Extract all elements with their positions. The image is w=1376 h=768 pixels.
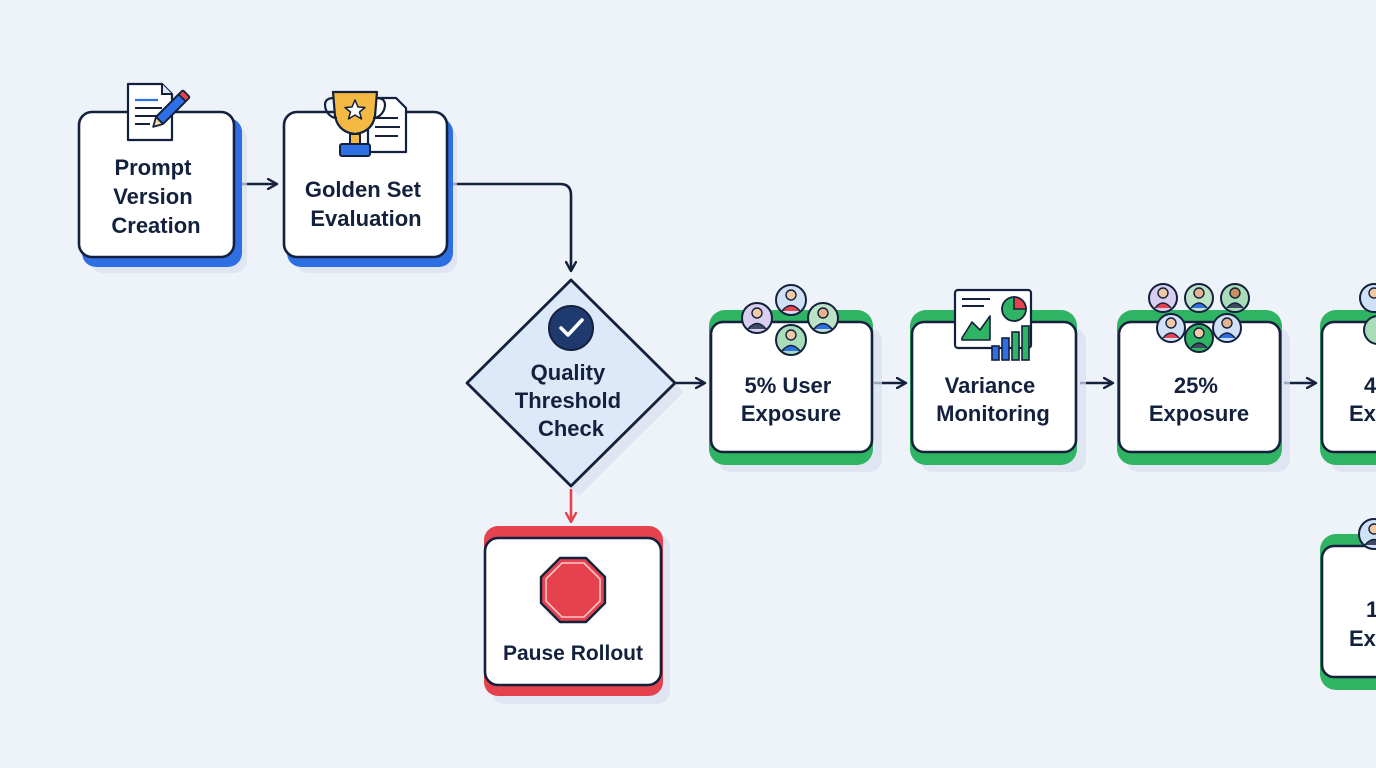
- node-exposure-cut-right: 4 Ex: [1320, 283, 1376, 472]
- node-label-line: Threshold: [515, 388, 621, 413]
- user-group-icon: [741, 284, 839, 356]
- node-pause-rollout: Pause Rollout: [483, 526, 670, 704]
- svg-text:5% User Exposure: 5% User Exposure: [741, 373, 841, 426]
- svg-text:Variance Monitoring: Variance Monitoring: [936, 373, 1050, 426]
- chart-dashboard-icon: [953, 288, 1033, 361]
- node-label-line: 25%: [1174, 373, 1218, 398]
- user-icon: [1358, 518, 1376, 550]
- svg-text:Prompt Version Cre: Prompt Version Creation: [111, 155, 200, 238]
- node-label-line: Ex: [1349, 401, 1376, 426]
- document-pencil-icon: [126, 82, 191, 142]
- node-25pct-exposure: 25% Exposure: [1117, 283, 1290, 472]
- checkmark-icon: [548, 305, 594, 351]
- node-label-line: 5% User: [745, 373, 832, 398]
- node-label-line: Pause Rollout: [503, 642, 643, 665]
- user-group-icon: [1148, 283, 1250, 353]
- node-label-line: Monitoring: [936, 401, 1050, 426]
- node-label-line: Prompt: [114, 155, 192, 180]
- node-label-line: Exposure: [1149, 401, 1249, 426]
- svg-text:4 Ex: 4 Ex: [1349, 373, 1376, 426]
- node-label-line: 4: [1364, 373, 1376, 398]
- trophy-document-icon: [323, 90, 408, 157]
- user-group-icon: [1359, 283, 1376, 345]
- svg-text:Pause Rollout: Pause Rollout: [503, 642, 643, 665]
- svg-text:Golden Set Evaluation: Golden Set Evaluation: [305, 177, 427, 231]
- node-golden-set-evaluation: Golden Set Evaluation: [282, 90, 457, 273]
- node-label-line: Version: [113, 184, 192, 209]
- svg-text:1 Ex: 1 Ex: [1349, 597, 1376, 651]
- node-label-line: Variance: [945, 373, 1036, 398]
- node-label-line: Evaluation: [310, 206, 421, 231]
- svg-text:25% Exposure: 25% Exposure: [1149, 373, 1249, 426]
- node-5pct-user-exposure: 5% User Exposure: [709, 284, 882, 472]
- node-label-line: Check: [538, 416, 605, 441]
- node-label-line: Quality: [531, 360, 606, 385]
- node-label-line: 1: [1366, 597, 1376, 622]
- node-variance-monitoring: Variance Monitoring: [910, 288, 1086, 472]
- node-quality-threshold-check: Quality Threshold Check: [465, 278, 684, 496]
- node-label-line: Golden Set: [305, 177, 422, 202]
- stop-sign-icon: [539, 556, 607, 624]
- node-label-line: Ex: [1349, 626, 1376, 651]
- arrow-golden-to-check: [452, 182, 571, 271]
- node-exposure-cut-lower: 1 Ex: [1320, 518, 1376, 690]
- node-prompt-version-creation: Prompt Version Creation: [77, 82, 247, 273]
- node-label-line: Exposure: [741, 401, 841, 426]
- node-label-line: Creation: [111, 213, 200, 238]
- svg-text:Quality Threshold: Quality Threshold Check: [515, 360, 627, 441]
